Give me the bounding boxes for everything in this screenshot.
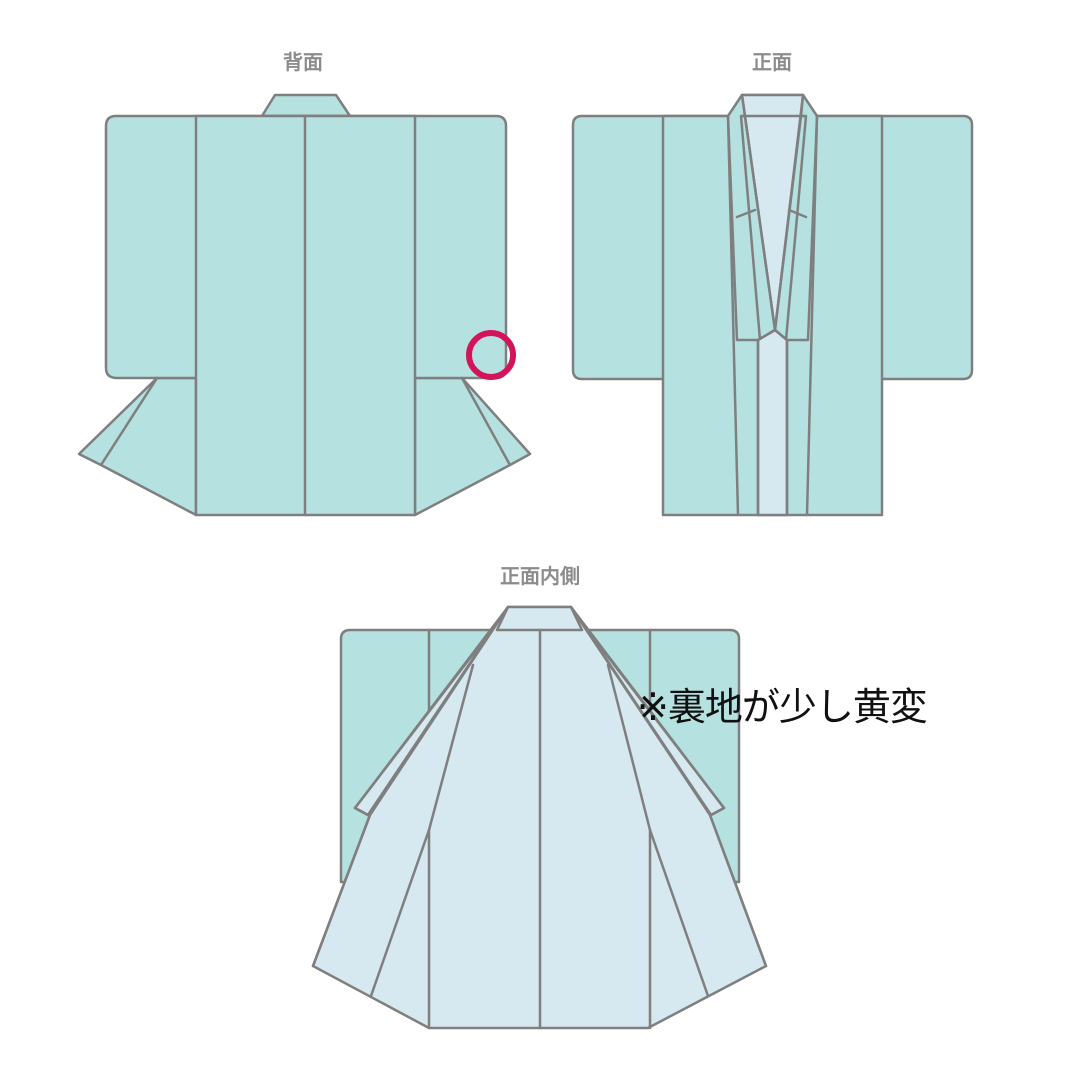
back-view-garment	[77, 93, 532, 517]
front-view-garment	[571, 93, 974, 517]
damage-marker-circle	[466, 330, 516, 380]
lining-yellowing-note: ※裏地が少し黄変	[637, 685, 928, 729]
back-view-label: 背面	[283, 50, 323, 74]
inside-view-garment	[311, 605, 768, 1030]
inside-view-label: 正面内側	[500, 564, 580, 588]
front-view-label: 正面	[752, 50, 792, 74]
